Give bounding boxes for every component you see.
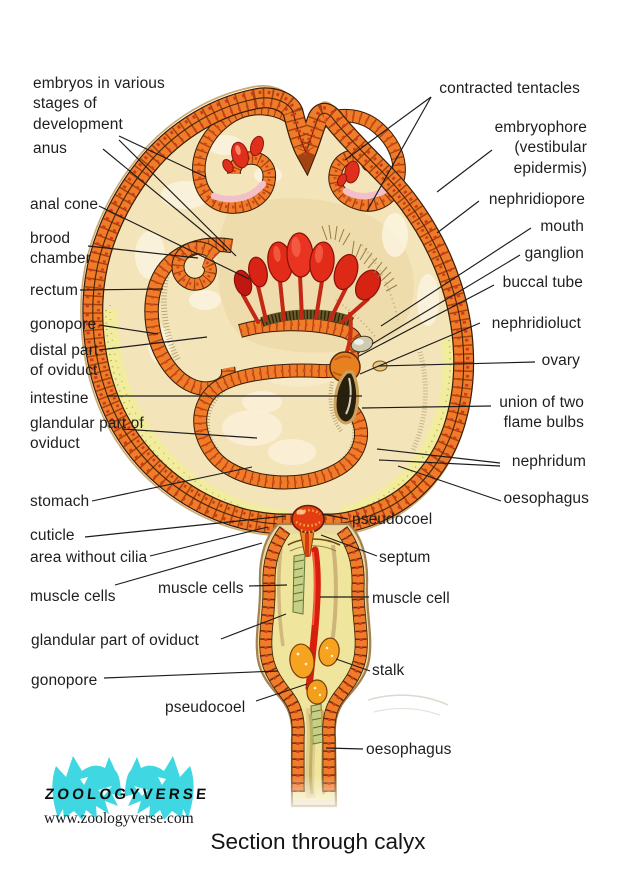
leader-brood-chamber <box>87 245 199 259</box>
leader-contracted-tentacles <box>344 96 432 161</box>
anal-cone-curl <box>171 241 221 291</box>
brand-name: ZOOLOGYVERSE <box>44 786 211 803</box>
leader-nephridum <box>378 459 501 467</box>
leader-embryos-stages <box>118 139 237 257</box>
cilia-brushes <box>321 224 398 292</box>
leader-gonopore-upper <box>98 324 159 335</box>
leader-lines <box>79 96 536 750</box>
leader-muscle-cells-center <box>248 584 288 587</box>
leader-oesophagus-upper <box>397 465 502 502</box>
stalk-bulbs <box>289 637 340 705</box>
stalk-wall-cells <box>259 526 368 792</box>
leader-pseudocoel-right <box>321 513 349 520</box>
contracted-tentacles-cluster <box>233 224 398 355</box>
leader-ovary <box>377 361 536 367</box>
leader-septum <box>320 534 378 557</box>
leader-nephridum <box>376 448 501 464</box>
leader-embryos-stages <box>118 135 207 178</box>
leader-muscle-cells-left <box>114 542 263 586</box>
leader-buccal-tube <box>358 284 495 357</box>
nephridium-tube <box>333 370 360 425</box>
leader-nephridiopore <box>436 200 480 234</box>
septum-line <box>287 538 341 546</box>
leader-distal-part-of-oviduct <box>98 336 208 351</box>
leader-stomach <box>91 466 253 502</box>
leader-pseudocoel-lower <box>255 683 308 702</box>
sketch-mark <box>367 694 449 706</box>
pink-lining-left <box>210 180 267 203</box>
leader-glandular-part-of-oviduct-lower <box>220 613 287 640</box>
green-striated-strips <box>292 553 324 745</box>
stalk-fade <box>240 775 390 820</box>
leader-gonopore-lower <box>103 670 279 679</box>
leader-anus <box>102 148 228 252</box>
leader-embryophore <box>436 149 493 193</box>
zoologyverse-logo-icon <box>52 756 194 820</box>
sketch-mark <box>373 707 441 716</box>
leader-oesophagus-lower <box>325 747 364 750</box>
leader-union-of-two-flame-bulbs <box>361 405 492 409</box>
pseudocoel-ball <box>291 504 325 534</box>
calyx-wall <box>80 85 475 537</box>
right-organs <box>329 335 388 425</box>
embryos-left <box>222 135 264 173</box>
leader-cuticle <box>84 515 287 538</box>
leader-rectum <box>79 288 164 291</box>
leader-contracted-tentacles <box>366 96 432 212</box>
leader-ganglion <box>371 254 521 345</box>
leader-glandular-part-of-oviduct-upper <box>121 428 258 439</box>
leader-mouth <box>380 227 532 327</box>
leader-area-without-cilia <box>149 526 269 557</box>
leader-anal-cone <box>98 205 250 280</box>
brand-website: www.zoologyverse.com <box>44 810 194 827</box>
leader-stalk <box>335 658 371 672</box>
figure-caption: Section through calyx <box>210 829 426 854</box>
